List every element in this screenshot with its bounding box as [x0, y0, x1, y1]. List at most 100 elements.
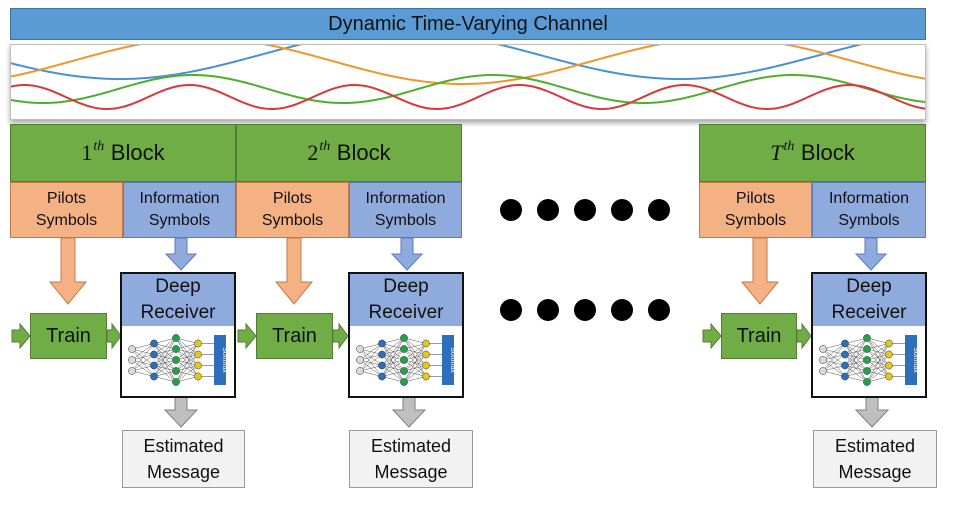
- information-line1: Information: [828, 190, 910, 207]
- neuron-node: [172, 356, 180, 364]
- block-t-sup: th: [783, 139, 795, 154]
- receiver-line2: Receiver: [140, 302, 216, 323]
- neural-network-icon: Softmax: [356, 334, 456, 386]
- neuron-node: [356, 367, 364, 375]
- softmax-layer: [905, 335, 917, 385]
- estimated-line1: Estimated: [370, 436, 452, 456]
- pilot-arrow-2: [274, 237, 314, 305]
- channel-banner: Dynamic Time-Varying Channel: [10, 8, 926, 40]
- estimated-line2: Message: [374, 462, 448, 482]
- pilots-line1: Pilots: [735, 190, 776, 207]
- block-t-suffix: Block: [800, 140, 855, 165]
- information-line2: Symbols: [374, 212, 437, 229]
- neuron-node: [400, 334, 408, 342]
- estimated-line1: Estimated: [834, 436, 916, 456]
- wave-green: [11, 73, 925, 105]
- block-t-prefix: T: [770, 140, 783, 165]
- pilot-arrow-t: [740, 237, 780, 305]
- neuron-node: [863, 367, 871, 375]
- ellipsis-dot: [611, 299, 633, 321]
- wave-orange: [11, 45, 925, 86]
- receiver-line2: Receiver: [368, 302, 444, 323]
- softmax-layer: [442, 335, 454, 385]
- neural-network-icon: Softmax: [819, 334, 919, 386]
- softmax-label: Softmax: [221, 347, 228, 373]
- neuron-node: [172, 345, 180, 353]
- softmax-label: Softmax: [449, 347, 456, 373]
- pilots-line2: Symbols: [261, 212, 324, 229]
- channel-wave-panel: [10, 44, 926, 120]
- block-2-sup: th: [319, 139, 331, 154]
- pilots-line1: Pilots: [272, 190, 313, 207]
- neuron-node: [819, 356, 827, 364]
- neuron-node: [378, 339, 386, 348]
- ellipsis-dot: [611, 199, 633, 221]
- ellipsis-dot: [648, 199, 670, 221]
- neuron-node: [422, 350, 430, 359]
- neuron-node: [400, 378, 408, 386]
- ellipsis-dot: [574, 299, 596, 321]
- neuron-node: [819, 345, 827, 353]
- wave-red: [11, 83, 925, 111]
- neuron-node: [172, 334, 180, 342]
- neuron-node: [819, 367, 827, 375]
- neuron-node: [194, 350, 202, 359]
- neuron-node: [422, 361, 430, 370]
- ellipsis-top: [500, 199, 670, 223]
- train-box-2: Train: [256, 313, 333, 359]
- neuron-node: [422, 372, 430, 381]
- wave-blue: [11, 45, 863, 81]
- ellipsis-dot: [648, 299, 670, 321]
- neuron-node: [150, 361, 158, 370]
- train-arrow-1: [106, 322, 122, 350]
- train-label: Train: [46, 324, 91, 347]
- receiver-line1: Deep: [155, 276, 201, 297]
- train-arrow-t: [796, 322, 812, 350]
- neuron-node: [150, 350, 158, 359]
- pilot-arrow-1: [48, 237, 88, 305]
- information-line1: Information: [365, 190, 446, 207]
- information-line1: Information: [139, 190, 220, 207]
- neuron-node: [172, 367, 180, 375]
- block-1-prefix: 1: [81, 140, 93, 165]
- train-label: Train: [272, 324, 317, 347]
- neuron-node: [378, 350, 386, 359]
- receiver-line1: Deep: [846, 276, 892, 297]
- neuron-node: [150, 372, 158, 381]
- block-1-sup: th: [93, 139, 105, 154]
- estimated-line2: Message: [838, 462, 912, 482]
- softmax-label: Softmax: [912, 347, 919, 373]
- information-line2: Symbols: [838, 212, 900, 229]
- channel-waves: [11, 45, 925, 111]
- neuron-node: [128, 367, 136, 375]
- estimated-line1: Estimated: [143, 436, 224, 456]
- ellipsis-dot: [537, 299, 559, 321]
- neuron-node: [400, 367, 408, 375]
- neuron-node: [863, 356, 871, 364]
- neuron-node: [150, 339, 158, 348]
- ellipsis-dot: [500, 299, 522, 321]
- neural-network-icon: Softmax: [128, 334, 228, 386]
- train-box-t: Train: [721, 313, 797, 359]
- neuron-node: [885, 372, 893, 381]
- neuron-node: [194, 339, 202, 348]
- pilots-line1: Pilots: [46, 190, 87, 207]
- neuron-node: [885, 339, 893, 348]
- neuron-node: [841, 339, 849, 348]
- info-arrow-1: [164, 237, 198, 271]
- neuron-node: [422, 339, 430, 348]
